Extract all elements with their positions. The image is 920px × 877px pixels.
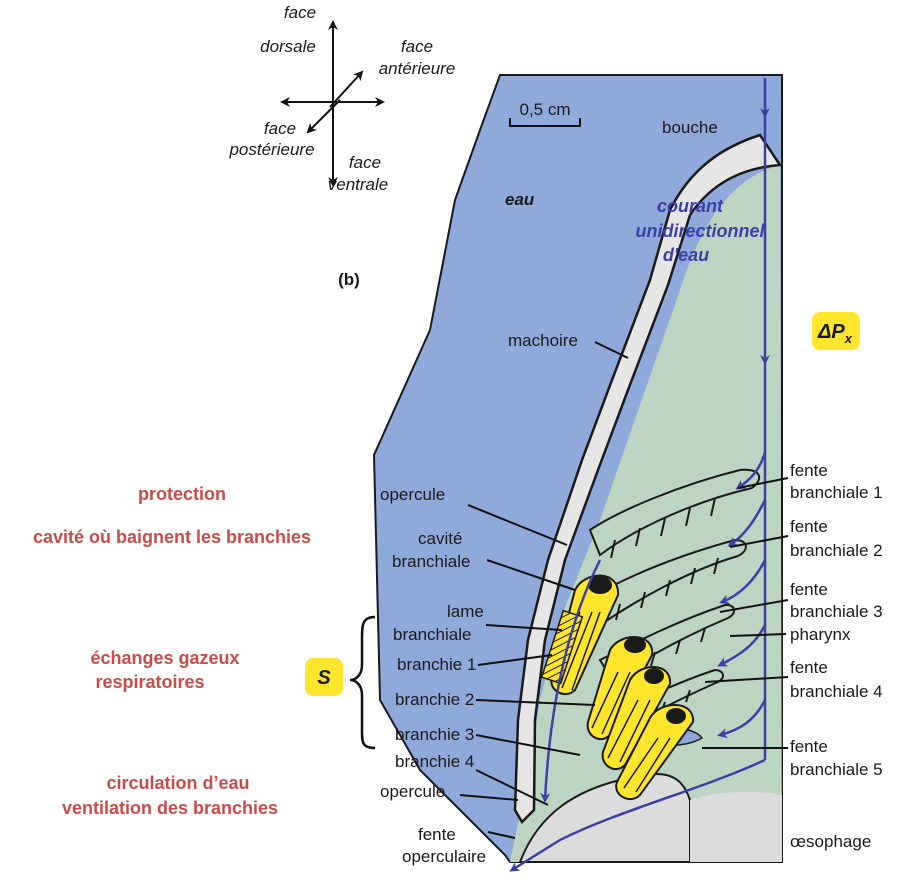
oesophage-label: œsophage [790,832,871,851]
fente-5-label-1: fente [790,737,828,756]
fente-3-label-1: fente [790,580,828,599]
dorsal-label-2: dorsale [260,37,316,56]
fente-2-label-2: branchiale 2 [790,541,883,560]
fente-1-label-1: fente [790,461,828,480]
fente-5-label-2: branchiale 5 [790,760,883,779]
gill-2-label: branchie 2 [395,690,474,709]
fente-3-label-2: branchiale 3 [790,602,883,621]
dorsal-label-1: face [284,3,316,22]
opercule-top-label: opercule [380,485,445,504]
ventral-label-2: ventrale [328,175,388,194]
delta-p-symbol: ΔP [817,321,845,343]
current-label-1: courant [657,196,724,216]
fente-operculaire-label-2: operculaire [402,847,486,866]
function-circulation-2: ventilation des branchies [62,798,278,818]
eau-label: eau [505,190,535,209]
panel-label: (b) [338,270,360,289]
fente-4-label-2: branchiale 4 [790,682,883,701]
fente-4-label-1: fente [790,658,828,677]
gill-4-label: branchie 4 [395,752,474,771]
machoire-label: machoire [508,331,578,350]
gill-bracket [350,617,375,748]
function-circulation-1: circulation d’eau [106,773,249,793]
s-badge: S [305,658,343,696]
posterior-label-1: face [264,119,296,138]
cavite-label-1: cavité [418,529,462,548]
s-badge-label: S [317,667,331,689]
delta-p-badge: ΔPx [812,312,860,350]
fente-1-label-2: branchiale 1 [790,483,883,502]
orientation-compass: face dorsale face antérieure face postér… [228,3,455,194]
fente-operculaire-label-1: fente [418,825,456,844]
opercule-bottom-label: opercule [380,782,445,801]
function-echanges-1: échanges gazeux [90,648,239,668]
current-label-2: unidirectionnel [635,221,765,241]
cavite-label-2: branchiale [392,552,470,571]
pharynx-label: pharynx [790,625,851,644]
posterior-label-2: postérieure [228,140,314,159]
function-echanges-2: respiratoires [95,672,204,692]
function-protection: protection [138,484,226,504]
lame-label-2: branchiale [393,625,471,644]
anterior-label-2: antérieure [379,59,456,78]
oesophagus-right [690,792,782,862]
anterior-label-1: face [401,37,433,56]
gill-3-label: branchie 3 [395,725,474,744]
function-cavite: cavité où baignent les branchies [33,527,311,547]
lame-label-1: lame [447,602,484,621]
scale-bar-label: 0,5 cm [519,100,570,119]
delta-p-subscript: x [844,331,853,346]
fente-2-label-1: fente [790,517,828,536]
bouche-label: bouche [662,118,718,137]
ventral-label-1: face [349,153,381,172]
gill-1-label: branchie 1 [397,655,476,674]
current-label-3: d'eau [663,245,709,265]
